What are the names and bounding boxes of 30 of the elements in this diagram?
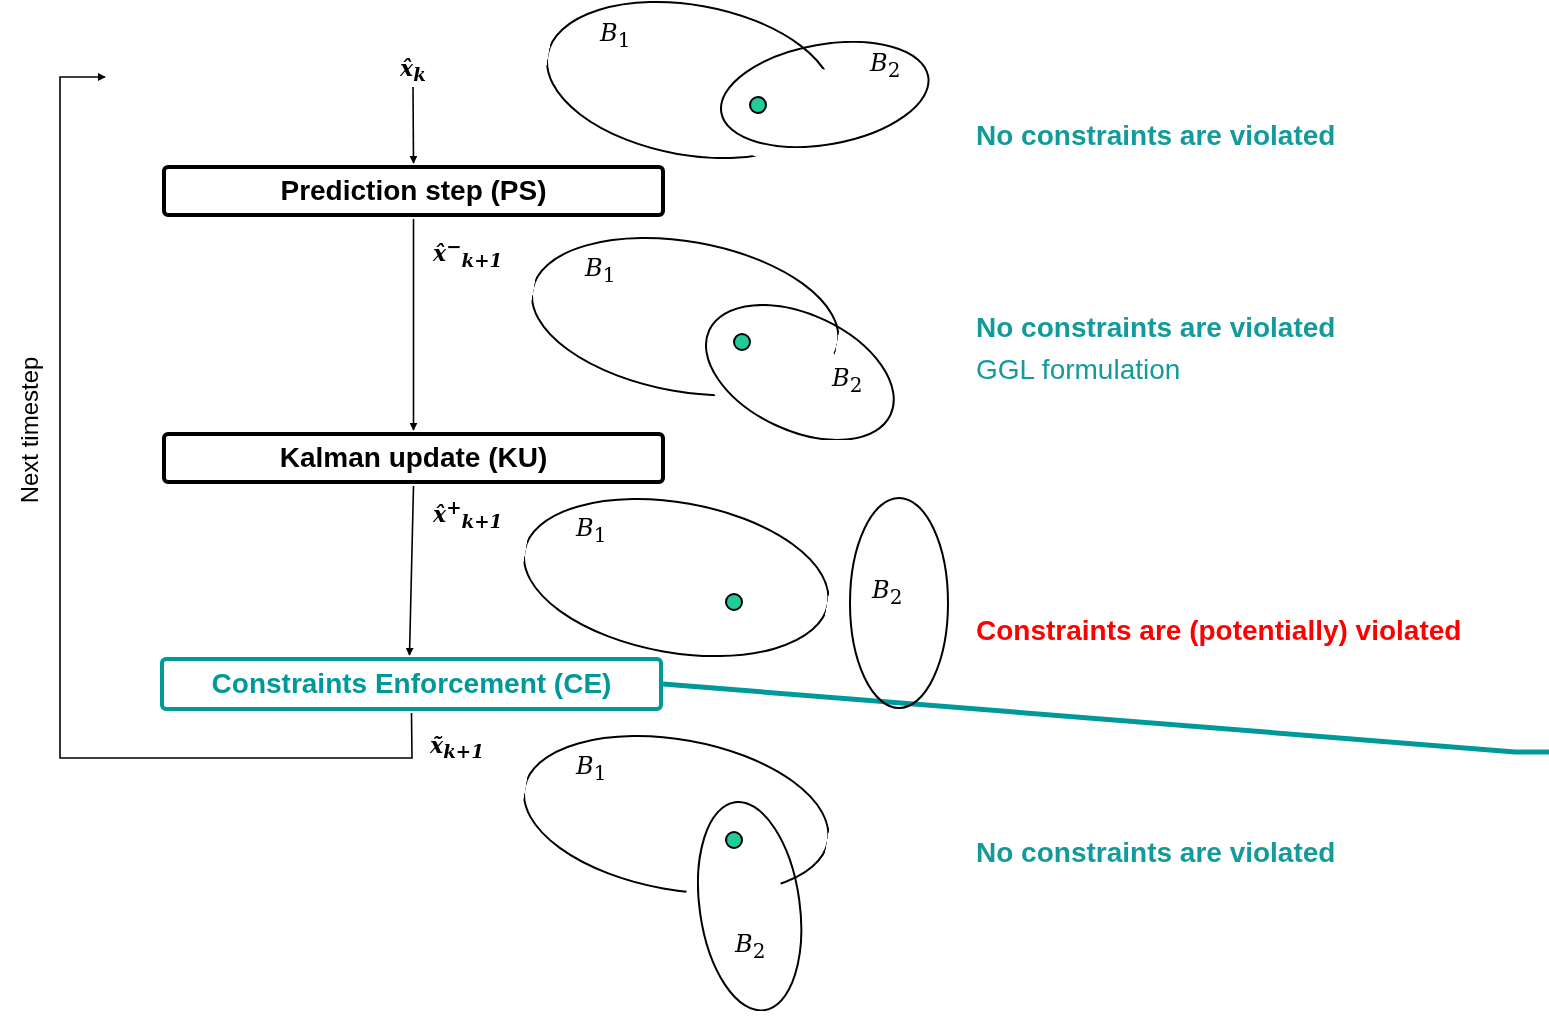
note-text: GGL formulation	[976, 354, 1181, 386]
set-ellipse	[522, 498, 830, 658]
status-text: No constraints are violated	[976, 837, 1336, 869]
set-ellipse	[705, 303, 895, 441]
axis-label: Next timestep	[15, 356, 44, 504]
state-symbol: x̂$_{k}$	[400, 55, 426, 86]
set-label: B$_{2}$	[735, 930, 766, 963]
set-ellipse	[522, 735, 830, 895]
arrow	[405, 485, 415, 656]
set-label: B$_{1}$	[585, 254, 616, 287]
set-label: B$_{1}$	[600, 19, 631, 52]
connector-line	[662, 681, 1549, 755]
process-box: Constraints Enforcement (CE)	[160, 657, 663, 711]
set-label: B$_{2}$	[832, 364, 863, 397]
arrow	[409, 218, 418, 431]
arrow	[59, 73, 413, 759]
arrow	[409, 86, 418, 164]
status-text: No constraints are violated	[976, 120, 1336, 152]
set-ellipse	[849, 497, 949, 709]
set-label: B$_{1}$	[576, 514, 607, 547]
set-label: B$_{1}$	[576, 752, 607, 785]
status-text: Constraints are (potentially) violated	[976, 615, 1462, 647]
process-box: Prediction step (PS)	[162, 165, 665, 217]
process-box: Kalman update (KU)	[162, 432, 665, 484]
set-ellipse	[720, 41, 930, 149]
set-label: B$_{2}$	[872, 576, 903, 609]
edge-label: x̃$_{k+1}$	[430, 732, 484, 763]
set-label: B$_{2}$	[870, 49, 901, 82]
status-text: No constraints are violated	[976, 312, 1336, 344]
set-ellipse	[697, 800, 803, 1012]
